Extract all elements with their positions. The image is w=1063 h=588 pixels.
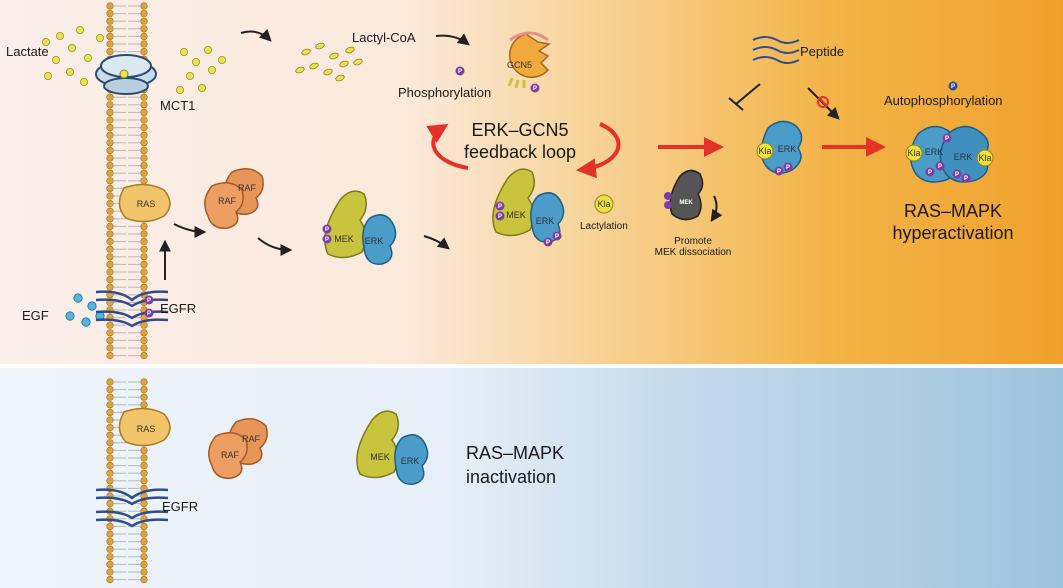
arrow-mek-dissociation: [710, 195, 723, 222]
egfr-label-top: EGFR: [160, 301, 196, 316]
svg-text:RAF: RAF: [238, 183, 257, 193]
egf-label: EGF: [22, 308, 49, 323]
raf-dimer-bottom: RAF RAF: [208, 418, 268, 479]
svg-text:ERK: ERK: [536, 216, 555, 226]
svg-text:ERK: ERK: [954, 152, 973, 162]
svg-text:P: P: [498, 204, 502, 210]
feedback-arrow-right: [576, 122, 621, 179]
inactivation-line1: RAS–MAPK: [466, 443, 564, 463]
arrow-mek1-to-mek2: [423, 235, 450, 250]
svg-text:RAF: RAF: [242, 434, 261, 444]
svg-text:P: P: [533, 86, 537, 92]
svg-text:MEK: MEK: [370, 452, 390, 462]
svg-text:MEK: MEK: [506, 210, 526, 220]
svg-text:ERK: ERK: [925, 147, 944, 157]
svg-text:Kla: Kla: [597, 199, 610, 209]
svg-text:P: P: [945, 136, 949, 142]
svg-text:P: P: [325, 227, 329, 233]
arrow-ras-to-raf: [173, 223, 207, 238]
svg-text:P: P: [325, 237, 329, 243]
egfr-label-bottom: EGFR: [162, 499, 198, 514]
svg-text:Kla: Kla: [758, 146, 771, 156]
svg-text:RAS: RAS: [137, 424, 156, 434]
svg-text:MEK: MEK: [679, 200, 693, 206]
arrow-raf-to-mek: [257, 237, 293, 256]
autophospho-p: P: [948, 81, 958, 91]
gcn5-enzyme: [507, 31, 551, 89]
lactate-molecules: [42, 25, 226, 95]
phosphorylation-label: Phosphorylation: [398, 85, 491, 100]
gcn5-phospho: P: [530, 83, 540, 93]
svg-text:P: P: [964, 176, 968, 182]
svg-text:ERK: ERK: [778, 144, 797, 154]
svg-text:RAF: RAF: [221, 450, 240, 460]
svg-text:P: P: [955, 172, 959, 178]
raf-dimer-top: RAF RAF: [204, 168, 264, 229]
svg-text:P: P: [786, 165, 790, 171]
svg-text:ERK: ERK: [365, 236, 384, 246]
peptide-blocks-autophosphorylation: [807, 87, 840, 120]
egfr-receptor-bottom: [95, 488, 169, 528]
gcn5-label: GCN5: [507, 60, 532, 70]
panel-divider: [0, 364, 1063, 368]
svg-text:P: P: [938, 164, 942, 170]
hyperactivation-line1: RAS–MAPK: [904, 201, 1002, 221]
lactyl-coa-molecules: [295, 42, 363, 82]
svg-text:P: P: [147, 311, 151, 317]
mek-erk-complex-1: MEK ERK P P: [322, 190, 397, 265]
ras-protein-bottom: RAS: [118, 407, 171, 447]
peptide-label: Peptide: [800, 44, 844, 59]
arrow-lactate-to-lactylcoa: [240, 28, 272, 42]
mct1-transporter: [95, 54, 157, 95]
svg-text:P: P: [498, 214, 502, 220]
feedback-loop-line2: feedback loop: [464, 142, 576, 162]
feedback-arrow-left: [426, 123, 469, 170]
mek-erk-complex-bottom: MEK ERK: [356, 410, 429, 485]
svg-text:P: P: [777, 169, 781, 175]
mek-erk-complex-2: MEK ERK P P P P: [492, 168, 565, 247]
ras-protein-top: RAS: [118, 183, 171, 223]
svg-text:P: P: [555, 234, 559, 240]
promote-line1: Promote: [674, 236, 712, 247]
promote-line2: MEK dissociation: [655, 247, 732, 258]
peptide-inhibits-erk: [728, 83, 761, 111]
ras-label-top: RAS: [137, 199, 156, 209]
feedback-loop-line1: ERK–GCN5: [471, 120, 568, 140]
egf-ligands: [65, 293, 105, 327]
erk-lactylated: Kla ERK P P: [756, 120, 803, 176]
erk-cluster: Kla Kla ERK ERK P P P P P: [905, 125, 994, 183]
lactylation-label: Lactylation: [580, 221, 628, 232]
mct1-label: MCT1: [160, 98, 195, 113]
bottom-panel-background: [0, 366, 1063, 588]
lactate-label: Lactate: [6, 44, 49, 59]
kla-free: Kla: [594, 194, 614, 214]
peptide-icon: [752, 36, 800, 64]
svg-text:P: P: [951, 84, 955, 90]
arrow-lactylcoa-to-gcn5: [435, 33, 470, 46]
lactyl-coa-label: Lactyl-CoA: [352, 30, 416, 45]
svg-text:ERK: ERK: [401, 456, 420, 466]
egfr-receptor-top: [95, 290, 169, 328]
svg-text:RAF: RAF: [218, 196, 237, 206]
svg-text:P: P: [147, 298, 151, 304]
mek-dissociated: MEK: [664, 169, 704, 221]
svg-text:P: P: [928, 170, 932, 176]
inactivation-line2: inactivation: [466, 467, 556, 487]
svg-text:Kla: Kla: [978, 153, 991, 163]
hyperactivation-line2: hyperactivation: [892, 223, 1013, 243]
svg-text:P: P: [458, 69, 462, 75]
svg-text:Kla: Kla: [907, 148, 920, 158]
autophosphorylation-label: Autophosphorylation: [884, 93, 1003, 108]
cell-membrane-top: [106, 2, 148, 360]
svg-text:MEK: MEK: [334, 234, 354, 244]
egfr-phospho-top: P P: [144, 295, 154, 318]
phospho-free: P: [455, 66, 465, 76]
svg-text:P: P: [546, 240, 550, 246]
